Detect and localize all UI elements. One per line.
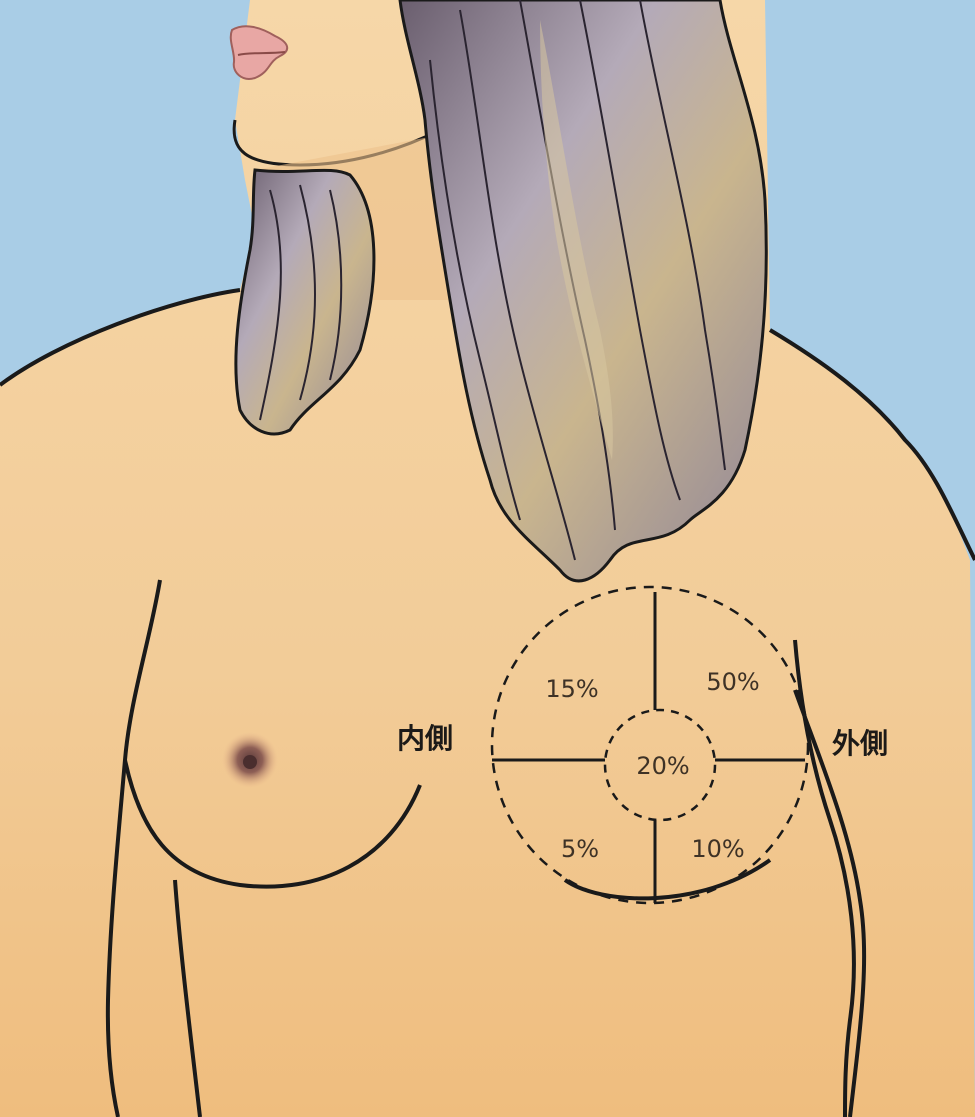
- lateral-side-label: 外側: [832, 727, 888, 760]
- quadrant-lower-outer-label: 10%: [691, 835, 744, 863]
- left-nipple-center: [243, 755, 257, 769]
- quadrant-central-label: 20%: [636, 752, 689, 780]
- quadrant-upper-outer-label: 50%: [706, 668, 759, 696]
- quadrant-upper-inner-label: 15%: [545, 675, 598, 703]
- medial-side-label: 内側: [397, 722, 453, 755]
- quadrant-lower-inner-label: 5%: [561, 835, 599, 863]
